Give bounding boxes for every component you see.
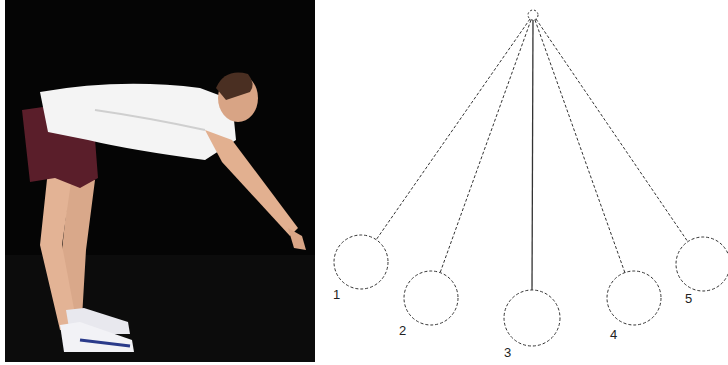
callout-number: 5 bbox=[685, 292, 692, 305]
swing-line bbox=[536, 19, 688, 242]
swing-line bbox=[376, 19, 530, 240]
rest-line bbox=[532, 20, 533, 290]
callout-number: 1 bbox=[333, 288, 340, 301]
arm-position bbox=[404, 271, 458, 325]
callout-number: 4 bbox=[610, 328, 617, 341]
pendulum-diagram bbox=[334, 10, 728, 346]
arm-position bbox=[334, 235, 388, 289]
arm-position bbox=[504, 290, 560, 346]
exercise-photo bbox=[5, 0, 315, 362]
callout-number: 2 bbox=[399, 324, 406, 337]
swing-line bbox=[440, 20, 531, 273]
swing-line bbox=[535, 20, 625, 273]
arm-position bbox=[607, 271, 661, 325]
arm-position bbox=[676, 237, 728, 291]
callout-number: 3 bbox=[504, 346, 511, 359]
pivot-point bbox=[528, 10, 538, 20]
